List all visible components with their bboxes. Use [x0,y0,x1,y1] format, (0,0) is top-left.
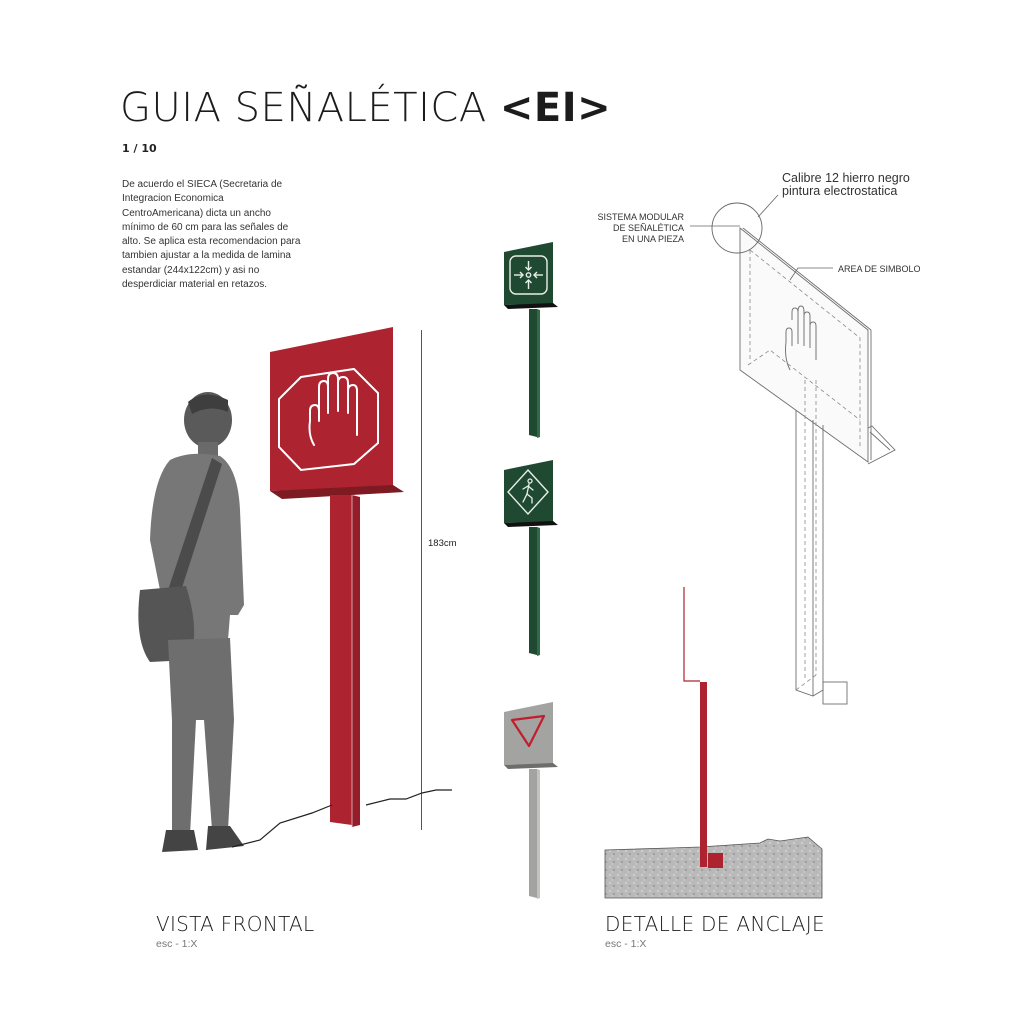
callout-material: Calibre 12 hierro negro pintura electros… [782,172,910,198]
yield-triangle-icon [510,714,546,748]
callout-material-line2: pintura electrostatica [782,184,898,198]
description-text: De acuerdo el SIECA (Secretaria de Integ… [122,179,301,291]
anchor-detail-title: DETALLE DE ANCLAJE [605,912,825,936]
stop-octagon-icon [278,367,379,472]
front-view-scale: esc - 1:X [156,938,198,950]
callout-system-line3: EN UNA PIEZA [621,234,684,244]
hand-outline-icon [785,305,817,371]
walking-person-diamond-icon [507,468,549,516]
title-text: GUIA SEÑALÉTICA [120,85,500,131]
ground-line [231,789,452,848]
callout-system-line1: SISTEMA MODULAR [597,212,684,222]
sign-variant-pedestrian [504,460,558,656]
sign-variant-meeting-point [504,242,558,438]
isometric-sign-detail [711,202,896,705]
callout-material-line1: Calibre 12 hierro negro [782,171,910,185]
callout-system-line2: DE SEÑALÉTICA [612,223,684,233]
height-dimension: 183cm [428,538,457,549]
anchor-detail-scale: esc - 1:X [605,938,647,950]
converging-arrows-icon [509,255,548,295]
page-title: GUIA SEÑALÉTICA <EI> [120,84,611,132]
front-view-title: VISTA FRONTAL [156,912,315,936]
dimension-line [421,330,422,830]
callout-system: SISTEMA MODULAR DE SEÑALÉTICA EN UNA PIE… [580,212,684,245]
page-indicator: 1 / 10 [122,142,157,155]
callout-symbol-area: AREA DE SIMBOLO [838,264,921,274]
title-tag: <EI> [499,85,612,131]
stop-sign-front [270,327,404,827]
person-silhouette-icon [138,392,244,852]
hand-icon [308,371,358,446]
anchor-detail [604,587,823,899]
callout-leaders [690,194,779,227]
sign-variant-yield [504,702,558,899]
